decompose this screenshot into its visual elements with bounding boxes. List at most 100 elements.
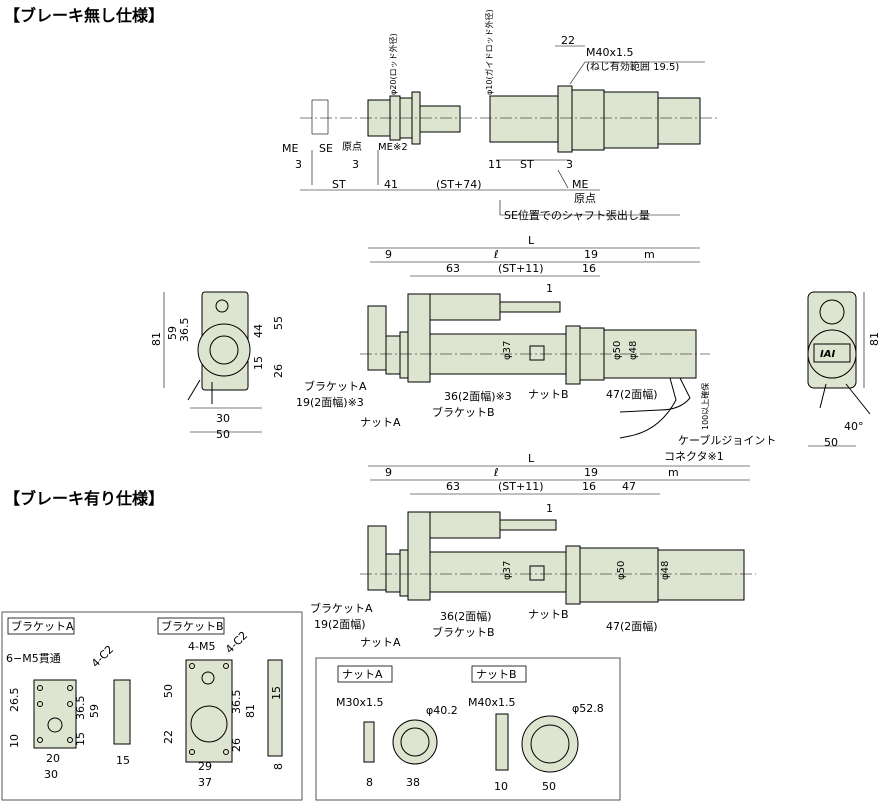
side-guide-block bbox=[429, 293, 501, 321]
brake-motor bbox=[657, 549, 745, 601]
dim-36-5-front: 36.5 bbox=[178, 318, 191, 343]
bracket-a-dim-30: 30 bbox=[44, 768, 58, 781]
motor-rear bbox=[657, 97, 701, 145]
dim-ell-side: ℓ bbox=[493, 248, 499, 261]
dim-1-side: 1 bbox=[546, 282, 553, 295]
side-bracket-a bbox=[367, 305, 387, 371]
bracket-a-plate bbox=[33, 679, 77, 749]
nut-b-dia: φ52.8 bbox=[572, 702, 604, 715]
dim-st-plus-11-brake: (ST+11) bbox=[498, 480, 544, 493]
dim-3-c: 3 bbox=[566, 158, 573, 171]
dim-50-rear: 50 bbox=[824, 436, 838, 449]
bracket-b-dim-36-5: 36.5 bbox=[230, 690, 243, 715]
rear-cap bbox=[807, 329, 857, 379]
bracket-a-dim-59: 59 bbox=[88, 704, 101, 718]
bracket-a-dim-26-5: 26.5 bbox=[8, 688, 21, 713]
brake-view: L 9 ℓ 19 m 63 (ST+11) 16 47 1 φ37 φ50 φ4… bbox=[310, 452, 756, 649]
rear-logo: IAI bbox=[820, 349, 835, 360]
dim-16-brake: 16 bbox=[582, 480, 596, 493]
dim-l-brake: L bbox=[528, 452, 535, 465]
dim-19-side: 19 bbox=[584, 248, 598, 261]
dim-st-plus-11-side: (ST+11) bbox=[498, 262, 544, 275]
bracket-a-holes: 6−M5貫通 bbox=[6, 652, 61, 665]
nut-b-thread: M40x1.5 bbox=[468, 696, 516, 709]
label-bracket-a-side: ブラケットA bbox=[304, 379, 367, 393]
nut-a-dia: φ40.2 bbox=[426, 704, 458, 717]
label-w19-side: 19(2面幅)※3 bbox=[296, 396, 364, 409]
dim-11: 11 bbox=[488, 158, 502, 171]
label-me2: ME※2 bbox=[378, 142, 408, 153]
side-view: L 9 ℓ 19 m 63 (ST+11) 16 1 φ37 φ50 φ48 ブ… bbox=[296, 234, 776, 463]
bracket-b-dim-26: 26 bbox=[230, 738, 243, 752]
dim-44-front: 44 bbox=[252, 324, 265, 338]
title-no-brake: 【ブレーキ無し仕様】 bbox=[4, 6, 165, 25]
label-thread-range: (ねじ有効範囲 19.5) bbox=[586, 60, 679, 73]
bracket-a-dim-15-side: 15 bbox=[116, 754, 130, 767]
nut-a-thread: M30x1.5 bbox=[336, 696, 384, 709]
brake-rod-end bbox=[385, 553, 401, 593]
dim-26-front: 26 bbox=[272, 364, 285, 378]
dim-phi48-brake: φ48 bbox=[660, 561, 671, 580]
side-bracket-b bbox=[407, 293, 431, 383]
brake-tube bbox=[429, 551, 567, 593]
side-nut-a bbox=[399, 331, 409, 379]
dim-phi48-side: φ48 bbox=[628, 341, 639, 360]
side-guide-rod bbox=[499, 301, 561, 313]
dim-phi37-side: φ37 bbox=[502, 341, 513, 360]
label-me-right: ME bbox=[572, 178, 588, 191]
label-w19-brake: 19(2面幅) bbox=[314, 618, 366, 631]
rod-end-stub bbox=[311, 99, 329, 135]
bracket-box-title-a: ブラケットA bbox=[11, 619, 74, 633]
bracket-box-frame bbox=[1, 611, 303, 801]
dim-3-b: 3 bbox=[352, 158, 359, 171]
label-se-note: SE位置でのシャフト張出し量 bbox=[504, 208, 650, 222]
title-with-brake: 【ブレーキ有り仕様】 bbox=[4, 489, 165, 508]
bracket-b-dim-15: 15 bbox=[270, 686, 283, 700]
brake-guide-block bbox=[429, 511, 501, 539]
dim-9-brake: 9 bbox=[385, 466, 392, 479]
nut-box-title-a: ナットA bbox=[342, 668, 383, 681]
label-nut-b-side: ナットB bbox=[528, 388, 569, 401]
dim-47-brake: 47 bbox=[622, 480, 636, 493]
nut-b-width: 10 bbox=[494, 780, 508, 793]
dim-me: ME bbox=[282, 142, 298, 155]
label-bracket-b-brake: ブラケットB bbox=[432, 625, 495, 639]
dim-m-brake: m bbox=[668, 466, 679, 479]
brake-bracket-b bbox=[407, 511, 431, 601]
front-rod bbox=[209, 335, 239, 365]
bracket-a-side bbox=[113, 679, 131, 745]
actuator-body bbox=[489, 95, 559, 143]
dim-81-rear: 81 bbox=[868, 332, 881, 346]
dim-9-side: 9 bbox=[385, 248, 392, 261]
brake-guide-rod bbox=[499, 519, 557, 531]
dim-40deg-rear: 40° bbox=[844, 420, 864, 433]
nut-b-dim-50: 50 bbox=[542, 780, 556, 793]
dim-16-side: 16 bbox=[582, 262, 596, 275]
front-cable bbox=[187, 379, 213, 404]
nut-box-title-b: ナットB bbox=[476, 668, 517, 681]
dim-30-front: 30 bbox=[216, 412, 230, 425]
dim-phi50-side: φ50 bbox=[612, 341, 623, 360]
nut-a-dim-38: 38 bbox=[406, 776, 420, 789]
rear-cable bbox=[819, 383, 871, 415]
brake-unit bbox=[579, 547, 659, 603]
dim-st-b: ST bbox=[520, 158, 534, 171]
label-guide-rod-dia: φ10(ガイドロッド外径) bbox=[484, 9, 494, 95]
label-rod-dia: φ20(ロッド外径) bbox=[388, 33, 398, 95]
side-rod-end bbox=[385, 335, 401, 375]
dim-st-plus-74: (ST+74) bbox=[436, 178, 482, 191]
bracket-b-dim-29: 29 bbox=[198, 760, 212, 773]
dim-19-brake: 19 bbox=[584, 466, 598, 479]
dim-59-front: 59 bbox=[166, 326, 179, 340]
bracket-b-holes: 4-M5 bbox=[188, 640, 215, 653]
motor bbox=[603, 91, 659, 149]
bracket-b-dim-37: 37 bbox=[198, 776, 212, 789]
bracket-a-dim-15: 15 bbox=[74, 732, 87, 746]
bracket-a-dim-36-5: 36.5 bbox=[74, 696, 87, 721]
dim-63-brake: 63 bbox=[446, 480, 460, 493]
nut-b-inner bbox=[530, 724, 570, 764]
dim-50-front: 50 bbox=[216, 428, 230, 441]
dim-l-side: L bbox=[528, 234, 535, 247]
dim-63-side: 63 bbox=[446, 262, 460, 275]
